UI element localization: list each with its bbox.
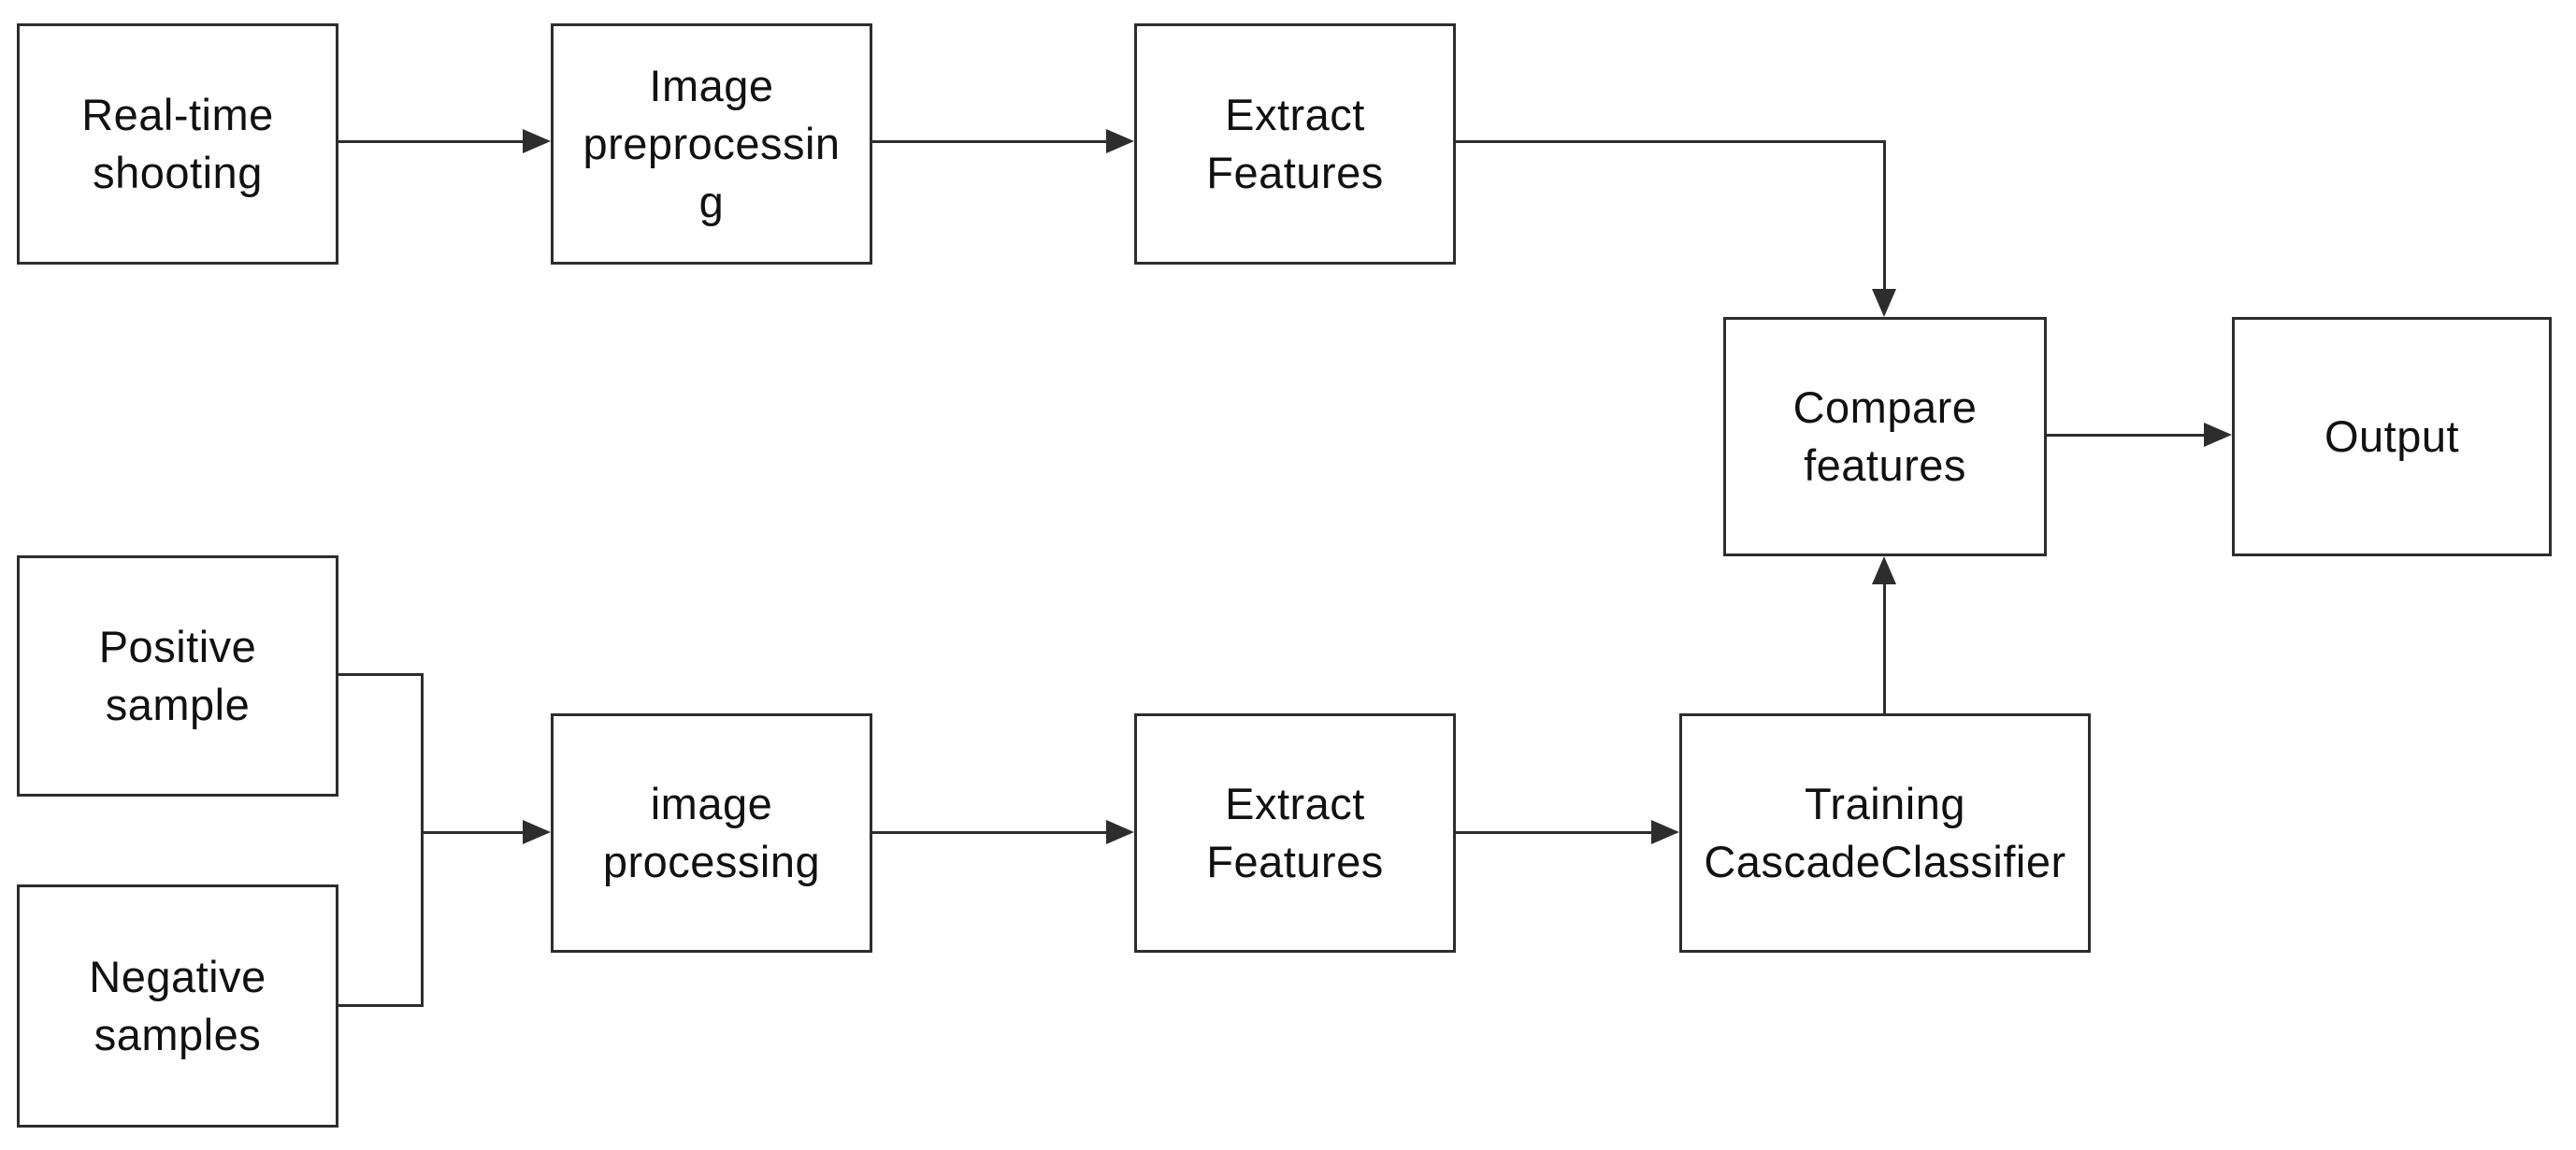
connector-junction-vline	[421, 673, 424, 1007]
arrowhead-right-icon	[523, 129, 551, 153]
connector-preprocessing-to-extract-top-line	[872, 140, 1109, 143]
node-label: Negative samples	[89, 951, 266, 1059]
node-compare-features: Compare features	[1723, 317, 2047, 556]
node-label: Image preprocessin g	[583, 60, 841, 227]
arrowhead-right-icon	[1106, 820, 1134, 844]
node-image-preprocessing: Image preprocessin g	[551, 23, 872, 265]
connector-extract-top-to-compare-hline	[1456, 140, 1886, 143]
arrowhead-right-icon	[1106, 129, 1134, 153]
connector-realtime-to-preprocessing-line	[338, 140, 525, 143]
arrowhead-up-icon	[1872, 556, 1896, 584]
node-label: Extract Features	[1206, 89, 1384, 197]
arrowhead-right-icon	[2204, 423, 2232, 447]
node-negative-samples: Negative samples	[17, 884, 338, 1128]
arrowhead-right-icon	[523, 820, 551, 844]
connector-negative-to-junction-line	[338, 1004, 424, 1007]
node-label: Extract Features	[1206, 778, 1384, 886]
arrowhead-right-icon	[1651, 820, 1679, 844]
node-label: Real-time shooting	[81, 89, 274, 197]
node-label: Positive sample	[98, 621, 257, 729]
node-label: Training CascadeClassifier	[1704, 778, 2066, 886]
connector-extract-bottom-to-training-line	[1456, 831, 1654, 834]
connector-extract-top-to-compare-vline	[1883, 140, 1886, 291]
connector-training-to-compare-vline	[1883, 582, 1886, 713]
node-extract-features-bottom: Extract Features	[1134, 713, 1456, 953]
node-extract-features-top: Extract Features	[1134, 23, 1456, 265]
connector-positive-to-junction-line	[338, 673, 424, 676]
node-label: image processing	[602, 778, 821, 886]
arrowhead-down-icon	[1872, 289, 1896, 317]
node-output: Output	[2232, 317, 2552, 556]
node-positive-sample: Positive sample	[17, 555, 338, 797]
node-label: Compare features	[1792, 381, 1978, 490]
connector-processing-to-extract-bottom-line	[872, 831, 1109, 834]
connector-junction-to-processing-line	[421, 831, 525, 834]
node-real-time-shooting: Real-time shooting	[17, 23, 338, 265]
node-image-processing: image processing	[551, 713, 872, 953]
node-label: Output	[2324, 410, 2460, 461]
connector-compare-to-output-line	[2047, 434, 2207, 437]
node-training-cascadeclassifier: Training CascadeClassifier	[1679, 713, 2091, 953]
